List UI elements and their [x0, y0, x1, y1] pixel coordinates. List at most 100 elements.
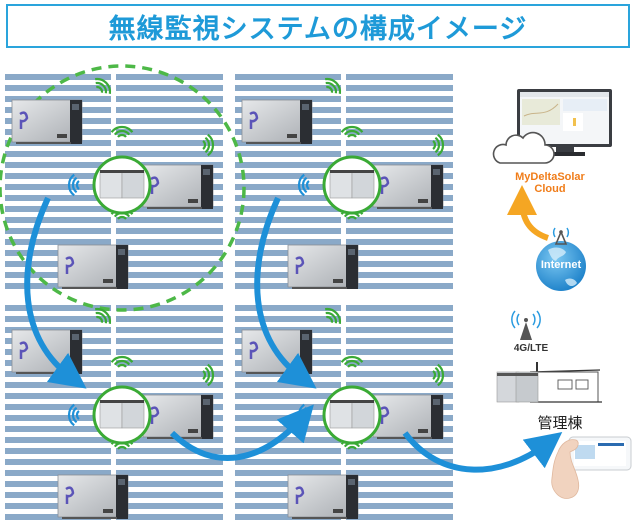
panel-row [346, 74, 453, 80]
panel-row [346, 316, 453, 322]
panel-row [346, 217, 453, 223]
wifi-signal-icon [95, 307, 112, 324]
panel-row [235, 74, 341, 80]
panel-row [116, 382, 223, 388]
panel-row [235, 448, 341, 454]
panel-row [346, 250, 453, 256]
wifi-signal-icon [202, 133, 215, 157]
panel-row [116, 481, 223, 487]
panel-row [346, 437, 453, 443]
panel-row [116, 503, 223, 509]
panel-row [5, 459, 111, 465]
panel-row [5, 239, 111, 245]
panel-row [346, 261, 453, 267]
panel-row [116, 492, 223, 498]
uplink-signal-icon [297, 173, 310, 197]
panel-row [346, 514, 453, 520]
wifi-signal-icon [110, 125, 134, 138]
panel-row [5, 162, 111, 168]
panel-row [116, 250, 223, 256]
cloud-label-line1: MyDeltaSolar [515, 171, 585, 183]
panel-row [5, 305, 111, 311]
inverter-icon [372, 164, 444, 209]
wifi-signal-icon [110, 355, 134, 368]
panel-row [5, 415, 111, 421]
panel-row [346, 492, 453, 498]
panel-row [116, 316, 223, 322]
panel-row [5, 206, 111, 212]
inverter-icon [57, 474, 129, 519]
panel-row [346, 118, 453, 124]
panel-row [346, 305, 453, 311]
antenna-tower-icon [552, 227, 570, 245]
panel-row [116, 305, 223, 311]
panel-row [116, 371, 223, 377]
panel-row [235, 305, 341, 311]
panel-row [116, 140, 223, 146]
panel-row [346, 338, 453, 344]
panel-row [5, 228, 111, 234]
panel-row [235, 162, 341, 168]
flow-arrow-bottom-left-to-bottom-right [169, 404, 314, 461]
flow-arrow-top-right-to-bottom-right [254, 196, 317, 389]
inverter-icon [287, 244, 359, 289]
panel-row [116, 217, 223, 223]
panel-row [5, 437, 111, 443]
internet-label: Internet [540, 259, 582, 271]
cloud-service-label: MyDeltaSolar Cloud [500, 171, 600, 195]
upload-arrow-internet-to-cloud [507, 185, 550, 241]
gateway-icon [92, 155, 152, 215]
panel-row [116, 107, 223, 113]
cloud-label-line2: Cloud [534, 183, 566, 195]
panel-row [116, 272, 223, 278]
panel-row [346, 360, 453, 366]
inverter-icon [142, 394, 214, 439]
panel-row [346, 140, 453, 146]
block-top-right [241, 77, 445, 289]
wifi-signal-icon [340, 355, 364, 368]
wifi-signal-icon [432, 133, 445, 157]
inverter-icon [57, 244, 129, 289]
panel-row [346, 107, 453, 113]
panel-row [5, 382, 111, 388]
block-top-left [11, 77, 215, 289]
panel-row [5, 404, 111, 410]
panel-row [346, 151, 453, 157]
panel-row [346, 283, 453, 289]
smartphone-hand-icon [551, 436, 632, 499]
wifi-signal-icon [325, 307, 342, 324]
gateway-icon [322, 155, 382, 215]
panel-row [5, 217, 111, 223]
inverter-icon [142, 164, 214, 209]
panel-row [346, 470, 453, 476]
wifi-signal-icon [325, 77, 342, 94]
panel-row [116, 437, 223, 443]
cloud-icon [492, 131, 555, 164]
building-icon [496, 362, 602, 403]
panel-row [235, 173, 341, 179]
panel-row [346, 272, 453, 278]
panel-row [346, 448, 453, 454]
panel-row [346, 228, 453, 234]
panel-row [116, 470, 223, 476]
panel-row [235, 239, 341, 245]
panel-row [235, 151, 341, 157]
panel-row [235, 393, 341, 399]
inverter-icon [287, 474, 359, 519]
panel-row [235, 382, 341, 388]
flow-arrow-bottom-right-to-mobile [402, 431, 563, 473]
panel-row [5, 195, 111, 201]
panel-row [235, 85, 341, 91]
panel-row [5, 316, 111, 322]
panel-row [116, 327, 223, 333]
panel-row [116, 85, 223, 91]
panel-row [116, 283, 223, 289]
panel-row [235, 459, 341, 465]
panel-row [116, 459, 223, 465]
panel-row [5, 173, 111, 179]
panel-row [116, 261, 223, 267]
panel-row [346, 129, 453, 135]
uplink-signal-icon [67, 173, 80, 197]
panel-row [116, 118, 223, 124]
